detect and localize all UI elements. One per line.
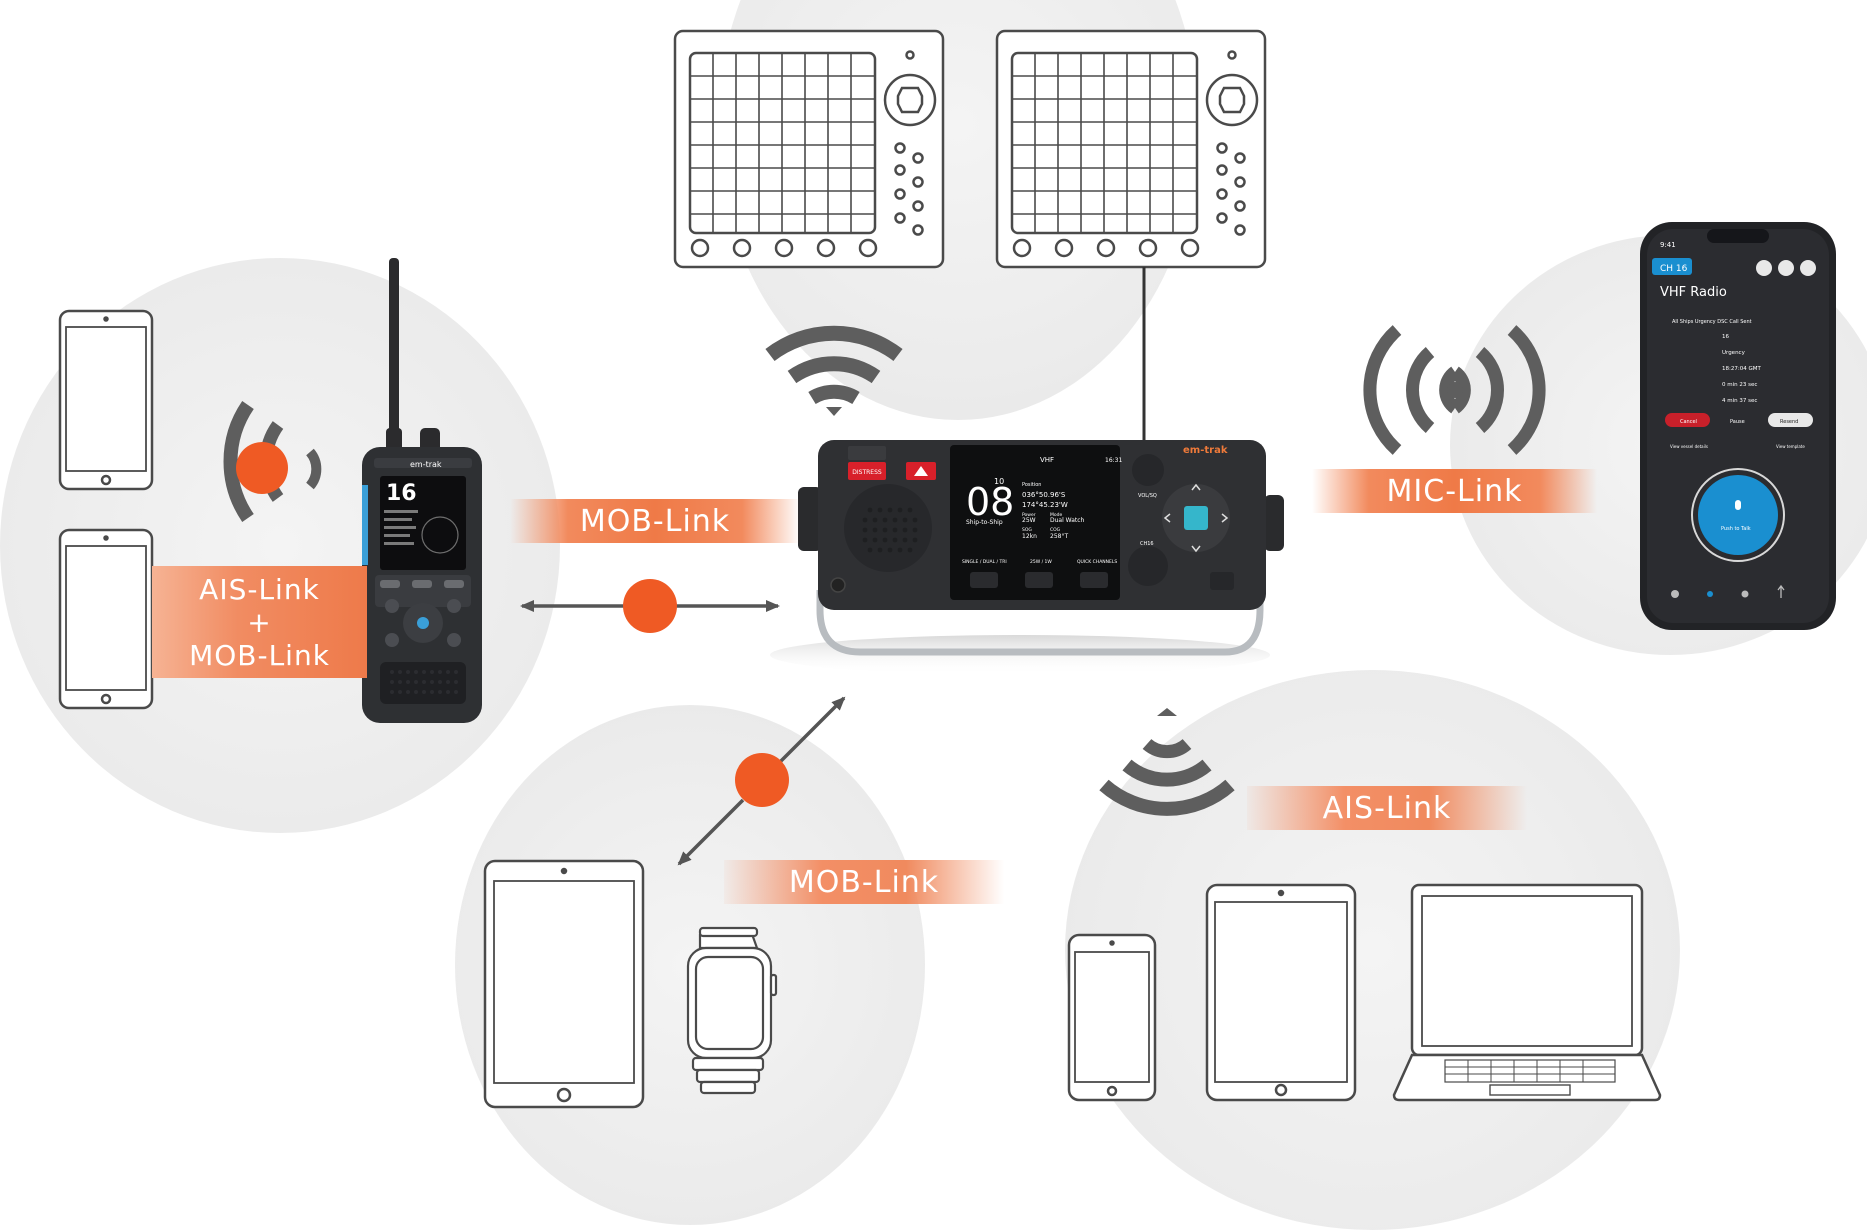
chartplotter-1 <box>673 29 945 269</box>
screen-channel-small: 10 <box>994 477 1004 486</box>
radio-waves-icon <box>1363 325 1546 455</box>
tablet-bottom <box>483 859 645 1109</box>
smartphone: 9:41 CH 16 VHF Radio All Ships Urgency D… <box>1640 222 1836 630</box>
screen-band: VHF <box>1040 456 1054 464</box>
mic-link-label: MIC-Link <box>1312 469 1597 513</box>
tablet-right <box>1205 883 1357 1102</box>
phone-outline <box>1067 933 1157 1102</box>
mob-dot <box>236 442 288 494</box>
handheld-signal-icon <box>223 401 322 522</box>
wifi-signal-icon <box>765 325 903 416</box>
ais-mob-link-label: AIS-Link + MOB-Link <box>152 566 367 678</box>
ch16-label: CH16 <box>1140 541 1154 547</box>
phone-subtitle: All Ships Urgency DSC Call Sent <box>1672 319 1752 325</box>
smartwatch <box>686 926 778 1095</box>
screen-power-label: Power <box>1022 512 1036 518</box>
screen-lat: 036°50.96'S <box>1022 491 1066 499</box>
handheld-radio: em-trak 16 <box>362 258 482 723</box>
tablet-left-bottom <box>58 528 154 710</box>
softkey-watch-label: SINGLE / DUAL / TRI <box>962 559 1007 565</box>
phone-row-3: 0 min 23 sec <box>1722 382 1757 388</box>
phone-row-0: 16 <box>1722 334 1729 340</box>
screen-mode: Ship-to-Ship <box>966 519 1003 526</box>
screen-channel: 08 <box>966 480 1014 524</box>
mob-link-arrow <box>520 579 780 633</box>
handheld-channel: 16 <box>386 481 417 506</box>
mob-link-diagonal-arrow <box>677 696 846 866</box>
phone-row-4: 4 min 37 sec <box>1722 398 1757 404</box>
push-to-talk-button[interactable]: Push to Talk <box>1721 526 1751 532</box>
wifi-signal-ais-icon <box>1099 708 1235 816</box>
phone-row-2: 18:27:04 GMT <box>1722 366 1761 372</box>
base-station-brand: em-trak <box>1183 445 1228 456</box>
ais-link-line: AIS-Link <box>199 572 320 606</box>
screen-mode-label: Mode <box>1050 512 1062 518</box>
phone-time: 9:41 <box>1660 241 1676 249</box>
screen-cog-label: COG <box>1050 527 1061 533</box>
screen-sog-label: SOG <box>1022 527 1032 533</box>
phone-row-1: Urgency <box>1722 350 1746 356</box>
mob-dot-center <box>623 579 677 633</box>
laptop <box>1392 883 1662 1102</box>
channel-badge: CH 16 <box>1660 264 1688 274</box>
ais-link-label: AIS-Link <box>1247 786 1527 830</box>
screen-position-label: Position <box>1022 482 1041 488</box>
base-station-radio: DISTRESS VHF 16:31 10 08 Ship-to-Ship Po… <box>798 440 1284 656</box>
vol-sq-label: VOL/SQ <box>1138 493 1157 499</box>
mob-link-label: MOB-Link <box>510 499 800 543</box>
tablet-left-top <box>58 309 154 491</box>
mob-dot-bottom <box>735 753 789 807</box>
mob-link-line: MOB-Link <box>189 638 330 672</box>
softkey-power-label: 25W / 1W <box>1030 559 1052 565</box>
distress-button: DISTRESS <box>852 469 882 476</box>
softkey-quick-label: QUICK CHANNELS <box>1077 559 1117 565</box>
screen-power: 25W <box>1022 517 1036 524</box>
plus-sign: + <box>247 605 272 639</box>
phone-title: VHF Radio <box>1660 285 1727 300</box>
resend-button[interactable]: Resend <box>1780 419 1798 425</box>
screen-time: 16:31 <box>1105 457 1122 464</box>
screen-lon: 174°45.23'W <box>1022 501 1068 509</box>
pause-button[interactable]: Pause <box>1730 419 1745 425</box>
chartplotter-2 <box>995 29 1267 269</box>
mob-link-bottom-label: MOB-Link <box>724 860 1004 904</box>
view-template-link[interactable]: View template <box>1776 444 1805 449</box>
screen-watch: Dual Watch <box>1050 517 1085 524</box>
network-diagram: em-trak 16 DISTRESS <box>58 29 1836 1109</box>
cancel-button[interactable]: Cancel <box>1680 419 1697 425</box>
handheld-brand: em-trak <box>410 460 442 469</box>
view-vessel-link[interactable]: View vessel details <box>1670 444 1708 449</box>
screen-cog: 258°T <box>1050 533 1068 540</box>
screen-sog: 12kn <box>1022 533 1037 540</box>
